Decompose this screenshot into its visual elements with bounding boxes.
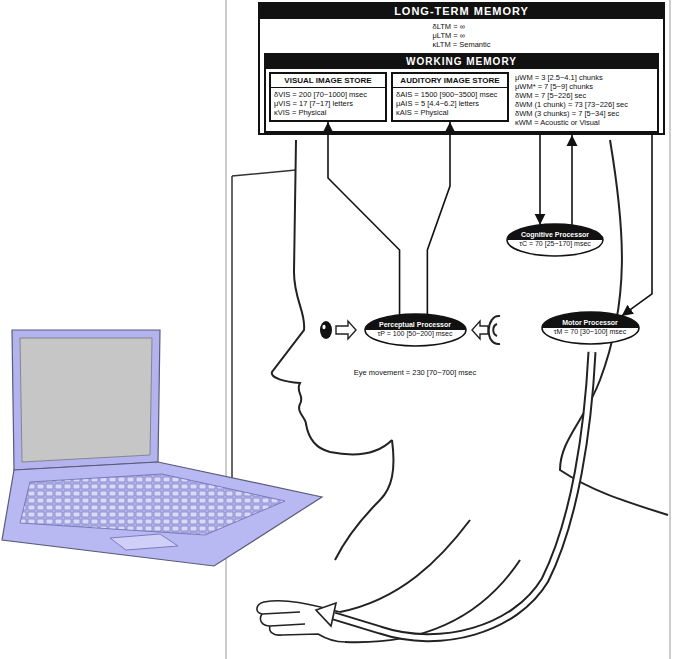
parameter-text: δWM (3 chunks) = 7 [5~34] sec xyxy=(515,109,652,118)
parameter-list: δAIS = 1500 [900~3500] msecμAIS = 5 [4.4… xyxy=(393,88,500,120)
flow-arrow xyxy=(622,135,652,316)
working-memory-box: WORKING MEMORY μWM = 3 [2.5~4.1] chunksμW… xyxy=(264,53,659,133)
ellipse-body xyxy=(365,314,466,346)
motor-output-band xyxy=(334,352,592,638)
parameter-text: κLTM = Semantic xyxy=(432,40,490,49)
face-profile xyxy=(272,140,392,454)
processor-label: Cognitive ProcessorτC = 70 [25~170] msec xyxy=(506,223,604,257)
parameter-text: δWM (1 chunk) = 73 [73~226] sec xyxy=(515,100,652,109)
arm-outline xyxy=(340,520,470,612)
hand xyxy=(257,601,345,642)
laptop-screen xyxy=(20,338,152,462)
parameter-text: δVIS = 200 [70~1000] msec xyxy=(274,90,367,99)
parameter-text: κAIS = Physical xyxy=(396,108,497,117)
parameter-text: μVIS = 17 [7~17] letters xyxy=(274,99,367,108)
parameter-text: κVIS = Physical xyxy=(274,108,367,117)
flow-arrow xyxy=(571,135,573,225)
box-content: μWM = 3 [2.5~4.1] chunksμWM* = 7 [5~9] c… xyxy=(266,69,657,131)
parameter-text: μAIS = 5 [4.4~6.2] letters xyxy=(396,99,497,108)
auditory-store-box: AUDITORY IMAGE STOREδAIS = 1500 [900~350… xyxy=(391,72,509,122)
motor-output-head xyxy=(316,603,336,626)
processor-name: Motor Processor xyxy=(562,319,618,328)
visual-store-box: VISUAL IMAGE STOREδVIS = 200 [70~1000] m… xyxy=(269,72,387,122)
ear xyxy=(489,316,500,344)
cycle-time: τM = 70 [30~100] msec xyxy=(554,328,626,337)
parameter-list: μWM = 3 [2.5~4.1] chunksμWM* = 7 [5~9] c… xyxy=(513,72,654,128)
box-content: δLTM = ∞μLTM = ∞κLTM = SemanticWORKING M… xyxy=(260,19,663,133)
parameter-text: μWM = 3 [2.5~4.1] chunks xyxy=(515,73,652,82)
box-content: δAIS = 1500 [900~3500] msecμAIS = 5 [4.4… xyxy=(393,88,507,120)
flow-arrow xyxy=(328,122,400,315)
memory-title: WORKING MEMORY xyxy=(266,55,657,69)
ellipse-cap xyxy=(542,312,639,328)
ellipse-cap xyxy=(365,314,466,330)
processor-name: Cognitive Processor xyxy=(521,231,589,240)
parameter-text: μLTM = ∞ xyxy=(432,31,490,40)
note-holder: Eye movement = 230 [70~700] msec xyxy=(352,368,479,377)
memory-title: VISUAL IMAGE STORE xyxy=(271,74,385,88)
processor-label: Perceptual ProcessorτP = 100 [50~200] ms… xyxy=(364,313,467,347)
ellipse-cap xyxy=(507,224,603,240)
ellipse-body xyxy=(542,312,639,344)
long-term-memory-box: LONG-TERM MEMORYδLTM = ∞μLTM = ∞κLTM = S… xyxy=(258,2,665,135)
laptop-base xyxy=(2,462,322,566)
neck-outline xyxy=(335,440,394,560)
processor-ellipse: Motor ProcessorτM = 70 [30~100] msec xyxy=(541,311,640,345)
laptop-keyboard xyxy=(20,474,285,535)
ear-input-arrow xyxy=(472,321,488,339)
processor-ellipse: Perceptual ProcessorτP = 100 [50~200] ms… xyxy=(364,313,467,347)
laptop-touchpad xyxy=(110,534,178,550)
parameter-list: δLTM = ∞μLTM = ∞κLTM = Semantic xyxy=(432,19,490,53)
parameter-list: δVIS = 200 [70~1000] msecμVIS = 17 [7~17… xyxy=(271,88,370,120)
eye-highlight xyxy=(322,325,325,329)
cycle-time: τC = 70 [25~170] msec xyxy=(519,240,591,249)
motor-output-band-inner xyxy=(334,352,592,638)
box-content: δVIS = 200 [70~1000] msecμVIS = 17 [7~17… xyxy=(271,88,385,120)
eye-input-arrow xyxy=(336,321,356,339)
parameter-text: δWM = 7 [5~226] sec xyxy=(515,91,652,100)
page-frame xyxy=(226,0,670,659)
memory-title: AUDITORY IMAGE STORE xyxy=(393,74,507,88)
parameter-text: δAIS = 1500 [900~3500] msec xyxy=(396,90,497,99)
flow-arrow xyxy=(539,135,541,225)
processor-label: Motor ProcessorτM = 70 [30~100] msec xyxy=(541,311,640,345)
flow-arrow xyxy=(427,122,450,314)
monitor-outline xyxy=(232,170,300,510)
parameter-text: κWM = Acoustic or Visual xyxy=(515,118,652,127)
processor-ellipse: Cognitive ProcessorτC = 70 [25~170] msec xyxy=(506,223,604,257)
processor-name: Perceptual Processor xyxy=(379,321,451,330)
cycle-time: τP = 100 [50~200] msec xyxy=(377,330,452,339)
parameter-text: μWM* = 7 [5~9] chunks xyxy=(515,82,652,91)
connector-group xyxy=(328,122,652,316)
eye xyxy=(320,321,332,339)
memory-title: LONG-TERM MEMORY xyxy=(260,4,663,19)
parameter-text: δLTM = ∞ xyxy=(432,22,490,31)
measurement-note: Eye movement = 230 [70~700] msec xyxy=(352,368,479,377)
ellipse-body xyxy=(507,224,603,256)
laptop-lid xyxy=(12,330,160,470)
